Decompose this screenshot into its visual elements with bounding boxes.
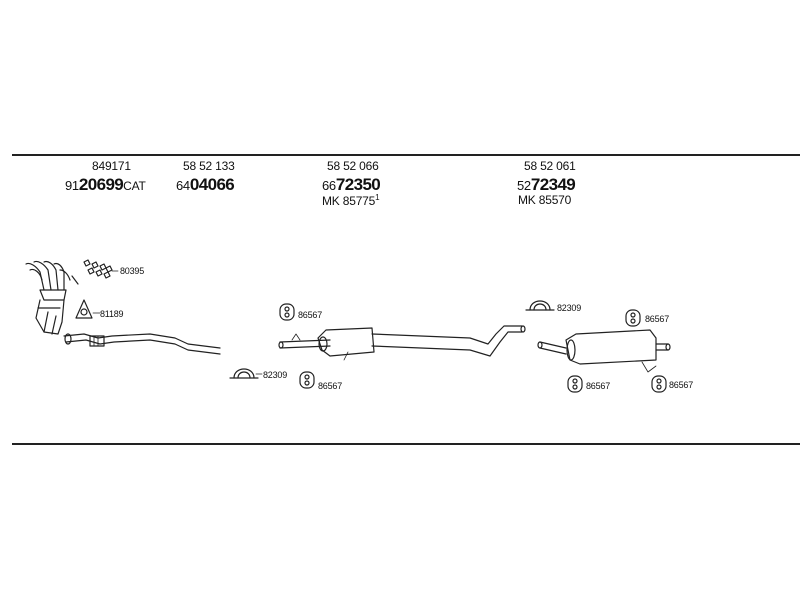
pipe-clamp-icon <box>525 300 555 311</box>
part-label-86567-rear-upper: 86567 <box>645 314 670 324</box>
column-1-top-number: 849171 <box>92 159 131 173</box>
rubber-mount-icon <box>625 309 641 327</box>
column-2-part-number: 6404066 <box>176 175 235 194</box>
rubber-mount-icon <box>279 303 295 321</box>
column-3-mk-number: MK 857751 <box>322 193 380 208</box>
rear-silencer-icon <box>537 329 671 373</box>
bottom-divider-line <box>12 443 800 445</box>
column-1-part-number: 9120699CAT <box>65 175 146 194</box>
rubber-mount-icon <box>567 375 583 393</box>
exhaust-manifold-icon <box>25 260 79 335</box>
part-label-82309-right: 82309 <box>557 303 582 313</box>
flange-gasket-icon <box>75 299 101 319</box>
part-label-86567-rear-right: 86567 <box>669 380 694 390</box>
column-4-part-number: 5272349 <box>517 175 576 194</box>
part-label-80395: 80395 <box>120 266 145 276</box>
column-4-top-number: 58 52 061 <box>524 159 576 173</box>
column-3-part-number: 6672350 <box>322 175 381 194</box>
rubber-mount-icon <box>299 371 315 389</box>
part-label-81189: 81189 <box>100 309 124 319</box>
pipe-clamp-icon <box>229 368 263 379</box>
part-label-86567-rear-left: 86567 <box>586 381 611 391</box>
column-2-top-number: 58 52 133 <box>183 159 235 173</box>
part-label-82309-left: 82309 <box>263 370 288 380</box>
column-4-mk-number: MK 85570 <box>518 193 572 207</box>
top-divider-line <box>12 154 800 156</box>
front-pipe-icon <box>63 333 221 355</box>
part-label-86567-upper: 86567 <box>298 310 323 320</box>
part-label-86567-lower: 86567 <box>318 381 343 391</box>
middle-silencer-icon <box>278 325 526 361</box>
column-3-top-number: 58 52 066 <box>327 159 379 173</box>
gasket-set-icon <box>83 259 119 279</box>
rubber-mount-icon <box>651 375 667 393</box>
